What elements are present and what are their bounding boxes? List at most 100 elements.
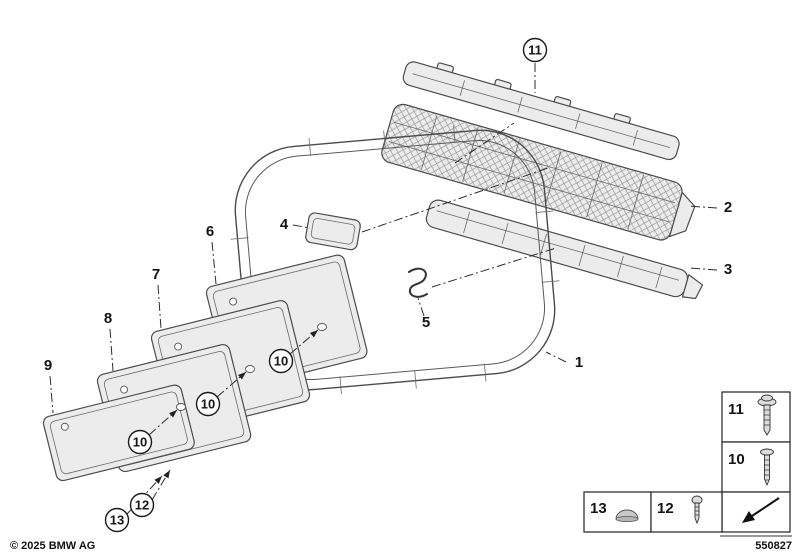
cover-body: [305, 212, 361, 251]
plate-inner-line: [49, 391, 188, 475]
grille-mesh-panel: [381, 103, 683, 241]
detail-line: [655, 266, 663, 289]
detail-line: [501, 222, 509, 245]
legend-box-10: [721, 441, 791, 493]
pan-head-screw-icon: [691, 495, 703, 525]
callout-13-badge[interactable]: 13: [104, 507, 130, 533]
leader-line: [431, 247, 557, 288]
legend-label-10[interactable]: 10: [728, 451, 745, 468]
leader-line: [361, 167, 549, 233]
mounting-clip: [408, 267, 428, 298]
svg-text:10: 10: [201, 397, 215, 412]
leader-line: [289, 329, 319, 355]
plate-hole: [229, 297, 238, 306]
screw-hole: [245, 365, 255, 373]
plate-body: [42, 384, 195, 482]
frame-tab: [535, 210, 554, 213]
plate-hole: [120, 385, 129, 394]
svg-text:12: 12: [135, 498, 149, 513]
leader-line: [417, 297, 425, 317]
leader-line: [151, 469, 171, 501]
callout-6[interactable]: 6: [206, 223, 214, 240]
callout-10-badge[interactable]: 10: [268, 348, 294, 374]
front-grille-assembly: [381, 103, 696, 241]
base-plate-9: [42, 384, 195, 482]
callout-9[interactable]: 9: [44, 357, 52, 374]
grille-surround-frame: [230, 125, 560, 395]
frame-tab: [453, 125, 456, 144]
svg-text:10: 10: [133, 435, 147, 450]
grille-divider: [462, 127, 479, 182]
leader-line: [687, 205, 718, 209]
grille-divider: [420, 115, 438, 170]
callout-3[interactable]: 3: [724, 261, 732, 278]
detail-line: [578, 244, 586, 267]
detail-line: [616, 255, 624, 278]
svg-text:11: 11: [528, 43, 542, 58]
detail-line: [412, 73, 671, 148]
legend: 11 10 13 12: [583, 391, 791, 533]
callout-7[interactable]: 7: [152, 266, 160, 283]
svg-text:13: 13: [110, 513, 124, 528]
detail-line: [436, 210, 680, 281]
frame-tab: [541, 280, 560, 283]
detail-line: [540, 233, 547, 256]
cover-cap-icon: [615, 509, 639, 522]
detail-line: [632, 129, 638, 146]
screw-hole: [317, 323, 327, 331]
tow-hook-cover: [305, 212, 361, 251]
grille-divider: [586, 163, 603, 218]
svg-text:10: 10: [274, 354, 288, 369]
frame-tab: [414, 370, 417, 389]
callout-10-badge[interactable]: 10: [127, 429, 153, 455]
leader-line: [216, 371, 247, 398]
leader-line: [292, 224, 311, 229]
grille-slat: [388, 141, 670, 223]
legend-box-arrow: [721, 491, 791, 533]
grille-divider: [503, 139, 520, 194]
legend-label-11[interactable]: 11: [728, 401, 744, 418]
legend-box-13: [583, 491, 652, 533]
tapping-screw-icon: [760, 448, 774, 487]
plate-hole: [174, 342, 183, 351]
detail-line: [517, 96, 523, 113]
legend-box-12: [650, 491, 723, 533]
direction-arrow-icon: [742, 497, 780, 523]
frame-tab: [483, 363, 487, 382]
callout-1[interactable]: 1: [575, 354, 583, 371]
callout-10-badge[interactable]: 10: [195, 391, 221, 417]
callout-2[interactable]: 2: [724, 199, 732, 216]
bar-body: [425, 199, 689, 298]
grille-divider: [627, 174, 644, 229]
grille-divider: [544, 151, 562, 206]
diagram-number: 550827: [755, 540, 792, 552]
frame-tab: [383, 130, 386, 149]
detail-line: [463, 211, 471, 234]
leader-line: [545, 351, 567, 363]
leader-line: [49, 375, 54, 414]
frame-tab: [339, 376, 342, 395]
leader-line: [109, 328, 114, 372]
frame-tab: [308, 137, 312, 156]
callout-5[interactable]: 5: [422, 314, 430, 331]
detail-line: [459, 80, 465, 96]
screw-hole: [176, 403, 186, 411]
leader-line: [689, 267, 718, 271]
frame-tab: [230, 237, 249, 240]
detail-line: [575, 113, 581, 129]
copyright-text: © 2025 BMW AG: [10, 540, 95, 552]
legend-label-12[interactable]: 12: [657, 500, 674, 517]
callout-11-badge[interactable]: 11: [522, 37, 548, 63]
callout-4[interactable]: 4: [280, 216, 289, 233]
callout-8[interactable]: 8: [104, 310, 112, 327]
legend-label-13[interactable]: 13: [590, 500, 607, 517]
leader-line: [454, 122, 515, 164]
grille-slat: [394, 121, 676, 204]
lower-grille-bar: [425, 199, 704, 300]
leader-line: [211, 241, 217, 285]
callout-12-badge[interactable]: 12: [129, 492, 155, 518]
plate-hole: [60, 422, 69, 431]
screw-with-washer-icon: [757, 394, 777, 436]
